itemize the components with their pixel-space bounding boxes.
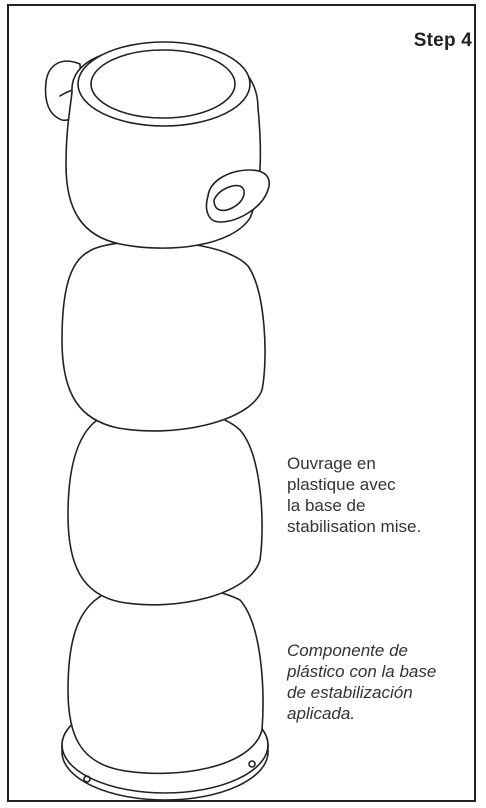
segment-third <box>67 405 263 606</box>
caption-french-line: la base de <box>287 496 366 515</box>
caption-french: Ouvrage en plastique avec la base de sta… <box>287 453 457 537</box>
top-rim-inner <box>90 49 236 119</box>
step-title: Step 4 <box>413 30 472 51</box>
step-frame <box>7 4 476 802</box>
caption-french-line: Ouvrage en <box>287 454 376 473</box>
segment-bottom <box>67 583 264 775</box>
caption-spanish-line: aplicada. <box>287 704 356 723</box>
caption-spanish: Componente de plástico con la base de es… <box>287 640 467 724</box>
caption-spanish-line: de estabilización <box>287 683 413 702</box>
caption-spanish-line: plástico con la base <box>287 662 437 681</box>
base-hole-icon <box>248 760 256 768</box>
base-hole-icon <box>83 775 91 783</box>
right-handle <box>205 169 270 223</box>
caption-french-line: stabilisation mise. <box>287 517 422 536</box>
segment-second <box>61 240 266 432</box>
caption-spanish-line: Componente de <box>287 641 408 660</box>
caption-french-line: plastique avec <box>287 475 396 494</box>
